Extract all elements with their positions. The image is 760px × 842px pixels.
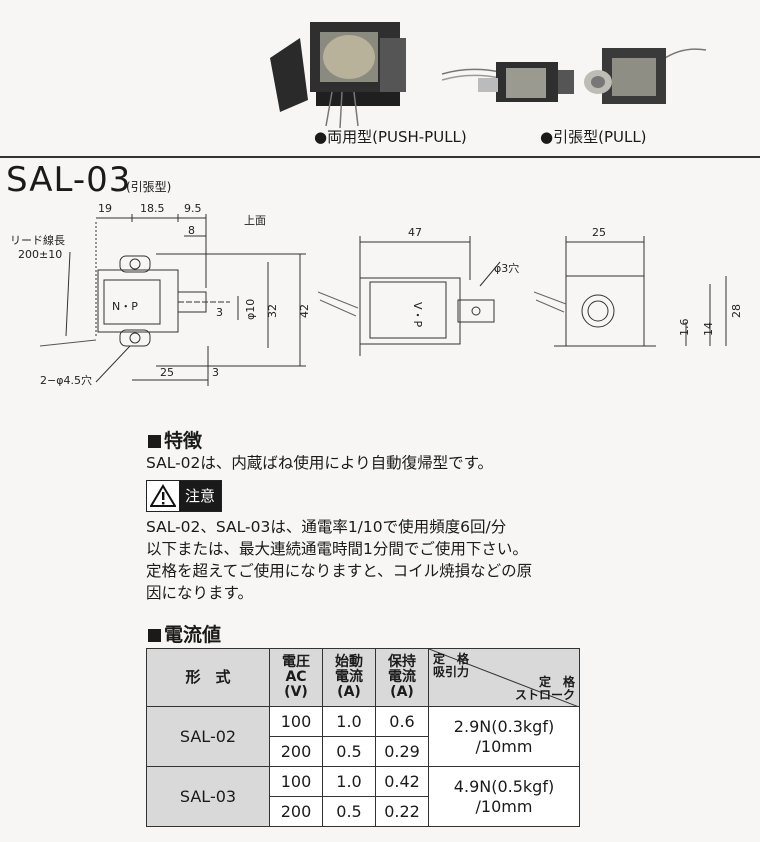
dim-19: 19 [98, 202, 112, 215]
mark-np: N・P [112, 300, 138, 313]
cell-start: 0.5 [322, 796, 376, 827]
lead-label-2: 200±10 [18, 248, 62, 261]
cell-voltage: 100 [269, 766, 323, 797]
dim-28: 28 [730, 304, 743, 318]
model-type: (引張型) [126, 180, 172, 194]
header-hold-current: 保持電流(A) [375, 648, 429, 707]
cell-start: 0.5 [322, 736, 376, 767]
row-model: SAL-02 [146, 706, 270, 767]
cell-hold: 0.6 [375, 706, 429, 737]
push-pull-solenoid-photo [262, 8, 422, 130]
dim-phi3: φ3穴 [494, 261, 519, 275]
cell-voltage: 100 [269, 706, 323, 737]
dim-3b: 3 [212, 366, 219, 379]
table-row: SAL-03 100 1.0 0.42 4.9N(0.5kgf)/10mm [146, 766, 580, 827]
features-heading: 特徴 [148, 426, 202, 453]
dim-18-5: 18.5 [140, 202, 165, 215]
header-rated-force: 定 格吸引力 [433, 652, 470, 679]
section-divider [0, 156, 760, 158]
table-row: SAL-02 100 1.0 0.6 2.9N(0.3kgf)/10mm [146, 706, 580, 767]
caution-badge: 注意 [146, 480, 223, 512]
cell-voltage: 200 [269, 736, 323, 767]
dim-47: 47 [408, 226, 422, 239]
dim-25: 25 [160, 366, 174, 379]
dim-1-6: 1.6 [678, 319, 691, 337]
caution-line-4: 因になります。 [146, 584, 253, 602]
features-text: SAL-02は、内蔵ばね使用により自動復帰型です。 [146, 454, 494, 472]
current-heading: 電流値 [148, 620, 221, 647]
dim-14: 14 [702, 322, 715, 336]
push-pull-caption: ●両用型(PUSH-PULL) [314, 128, 467, 146]
features-heading-text: 特徴 [164, 430, 203, 452]
caution-line-3: 定格を超えてご使用になりますと、コイル焼損などの原 [146, 562, 533, 580]
dim-42: 42 [298, 304, 311, 318]
header-model: 形 式 [146, 648, 270, 707]
header-diagonal [429, 649, 579, 707]
caution-line-2: 以下または、最大連続通電時間1分間でご使用下さい。 [146, 540, 528, 558]
header-rated-stroke: 定 格ストローク [514, 675, 575, 702]
table-row: 200 0.5 0.29 [147, 736, 580, 767]
dim-phi10: φ10 [244, 299, 257, 320]
dim-9-5: 9.5 [184, 202, 202, 215]
cell-hold: 0.42 [375, 766, 429, 797]
lead-label-1: リード線長 [10, 233, 65, 247]
header-start-current: 始動電流(A) [322, 648, 376, 707]
cell-hold: 0.29 [375, 736, 429, 767]
cell-start: 1.0 [322, 706, 376, 737]
caution-label: 注意 [179, 481, 222, 511]
dimension-drawing: 19 18.5 9.5 8 上面 リード線長 200±10 N・P 3 φ10 … [10, 202, 743, 387]
pull-solenoid-photo-1 [441, 62, 574, 102]
cell-rated: 2.9N(0.3kgf)/10mm [428, 706, 580, 767]
dim-8: 8 [188, 224, 195, 237]
cell-hold: 0.22 [375, 796, 429, 827]
dim-3a: 3 [216, 306, 223, 319]
dim-25b: 25 [592, 226, 606, 239]
header-rated: 定 格吸引力 定 格ストローク [428, 648, 580, 707]
cell-voltage: 200 [269, 796, 323, 827]
warning-icon [147, 482, 179, 510]
dim-holes: 2−φ4.5穴 [40, 373, 92, 387]
dim-32: 32 [266, 304, 279, 318]
current-heading-text: 電流値 [164, 624, 222, 646]
caution-line-1: SAL-02、SAL-03は、通電率1/10で使用頻度6回/分 [146, 518, 507, 536]
mark-vp: V・P [411, 302, 424, 328]
cell-rated: 4.9N(0.5kgf)/10mm [428, 766, 580, 827]
row-model: SAL-03 [146, 766, 270, 827]
pull-caption: ●引張型(PULL) [540, 128, 647, 146]
top-view-label: 上面 [244, 214, 266, 227]
heading-square-icon [148, 435, 161, 448]
heading-square-icon [148, 629, 161, 642]
model-title: SAL-03 [6, 160, 132, 200]
pull-solenoid-photo-2 [584, 48, 707, 104]
table-row: 200 0.5 0.22 [147, 796, 580, 827]
cell-start: 1.0 [322, 766, 376, 797]
